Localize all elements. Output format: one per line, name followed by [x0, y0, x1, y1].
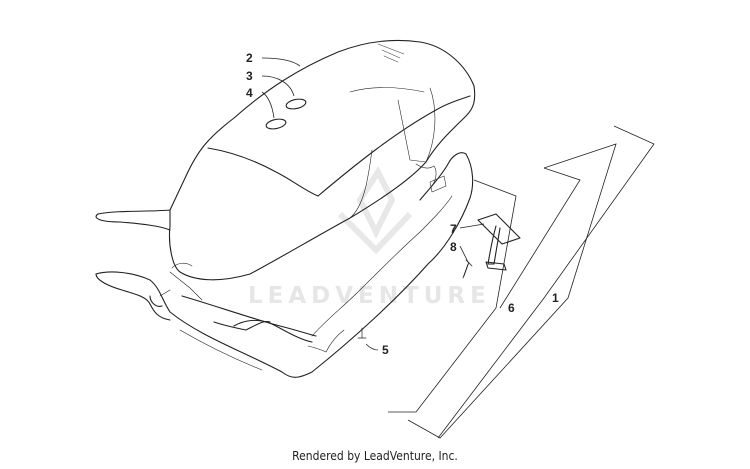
callout-labels: 1 2 3 4 5 6 7 8	[246, 51, 559, 357]
group-bracket-outer	[437, 125, 655, 439]
leadventure-watermark: LEADVENTURE	[248, 165, 491, 309]
callout-3: 3	[246, 69, 253, 83]
watermark-text: LEADVENTURE	[248, 283, 491, 309]
callout-8: 8	[450, 240, 457, 254]
callout-5: 5	[382, 343, 389, 357]
callout-1: 1	[552, 291, 559, 305]
seat-cushion	[95, 39, 476, 281]
footer-credit: Rendered by LeadVenture, Inc.	[292, 449, 458, 463]
callout-6: 6	[508, 301, 515, 315]
leader-line-2	[261, 57, 301, 67]
leader-line-7	[459, 223, 485, 229]
bolt	[462, 259, 473, 279]
group-bracket-inner	[499, 167, 581, 309]
leader-line-4	[261, 91, 275, 119]
seat-bracket	[477, 213, 521, 271]
callout-4: 4	[246, 86, 253, 100]
leader-line-3	[261, 75, 295, 97]
watermark-logo-icon	[337, 165, 413, 255]
group-bracket-6	[388, 179, 517, 413]
leader-line-5	[365, 343, 379, 351]
callout-2: 2	[246, 51, 253, 65]
group-bracket-1	[407, 143, 617, 439]
leader-line-8	[459, 245, 469, 263]
seat-base	[95, 152, 474, 378]
callout-7: 7	[450, 222, 457, 236]
